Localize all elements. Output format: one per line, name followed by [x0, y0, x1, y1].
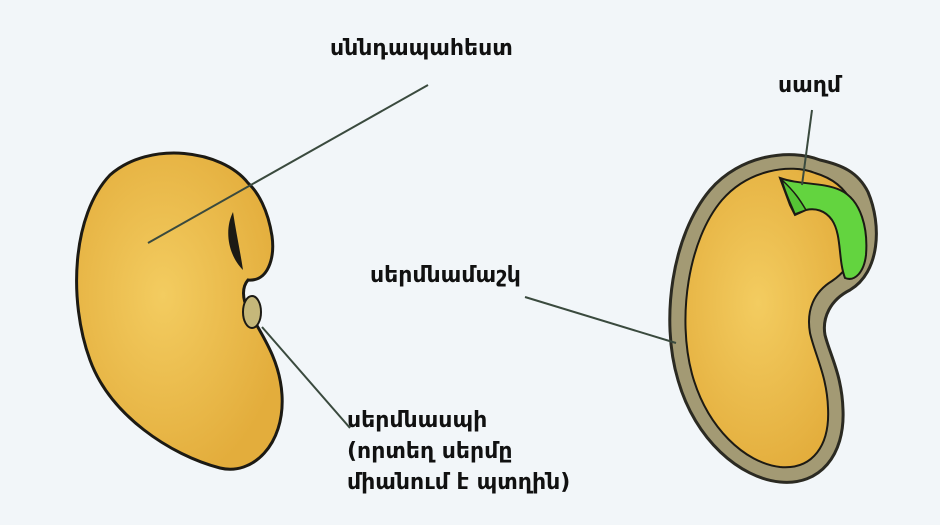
right-seed — [670, 155, 877, 483]
label-hilum-line-3: միանում է պտղին) — [347, 467, 570, 498]
label-seed-coat: սերմնամաշկ — [370, 263, 521, 288]
hilum-scar — [243, 296, 261, 328]
leader-seed-coat — [525, 297, 676, 343]
left-seed — [77, 153, 283, 469]
label-hilum-line-1: սերմնասպի — [347, 405, 570, 436]
label-endosperm: սննդապահեստ — [330, 36, 513, 61]
label-hilum: սերմնասպի (որտեղ սերմը միանում է պտղին) — [347, 405, 570, 498]
label-hilum-line-2: (որտեղ սերմը — [347, 436, 570, 467]
label-sprout: սաղմ — [778, 73, 841, 98]
